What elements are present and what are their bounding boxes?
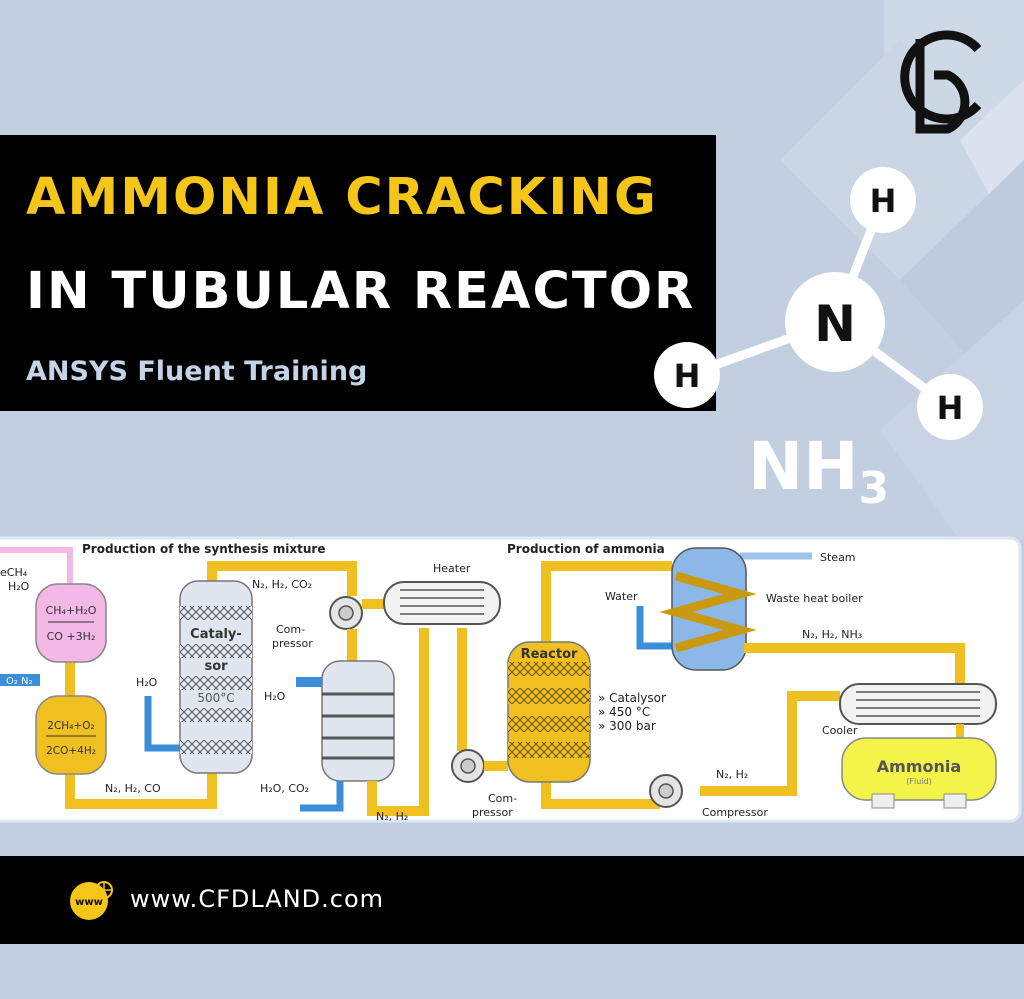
svg-text:» 300 bar: » 300 bar — [598, 719, 656, 733]
svg-text:» 450 °C: » 450 °C — [598, 705, 650, 719]
svg-text:Heater: Heater — [433, 562, 471, 575]
svg-text:Steam: Steam — [820, 551, 856, 564]
svg-text:(Fluid): (Fluid) — [906, 777, 931, 786]
steam-reformer — [35, 583, 107, 663]
svg-text:Reactor: Reactor — [521, 647, 578, 662]
hydrogen-label-left: H — [674, 357, 701, 395]
svg-text:H₂O, CO₂: H₂O, CO₂ — [260, 782, 309, 795]
svg-text:Cataly-: Cataly- — [190, 627, 242, 642]
section-ammonia: Production of ammonia — [507, 542, 665, 556]
svg-text:N₂, H₂, CO₂: N₂, H₂, CO₂ — [252, 578, 312, 591]
o2n2-label: O₂ N₂ — [6, 676, 33, 687]
hydrogen-atom-left — [654, 342, 720, 408]
nitrogen-atom — [785, 272, 885, 372]
svg-text:» Catalysor: » Catalysor — [598, 691, 666, 705]
title-banner — [0, 135, 716, 411]
svg-text:2CH₄+O₂: 2CH₄+O₂ — [47, 720, 94, 732]
svg-text:2CO+4H₂: 2CO+4H₂ — [46, 745, 96, 757]
ammonia-molecule: N H H H — [654, 167, 983, 440]
www-icon-text: www — [75, 897, 103, 908]
website-url[interactable]: www.CFDLAND.com — [130, 885, 385, 913]
formula-main: NH — [748, 428, 859, 505]
svg-text:Waste heat boiler: Waste heat boiler — [766, 592, 863, 605]
nitrogen-label: N — [814, 295, 856, 353]
title-line-1: AMMONIA CRACKING — [26, 168, 658, 227]
svg-text:sor: sor — [204, 659, 228, 674]
svg-text:Com-: Com- — [488, 792, 517, 805]
subtitle: ANSYS Fluent Training — [26, 356, 368, 387]
svg-text:CO +3H₂: CO +3H₂ — [47, 630, 96, 643]
svg-text:N₂, H₂: N₂, H₂ — [716, 768, 748, 781]
hydrogen-label-top: H — [870, 182, 897, 220]
globe-www-icon: www — [70, 881, 113, 920]
section-synthesis: Production of the synthesis mixture — [82, 542, 325, 556]
svg-text:H₂O: H₂O — [136, 676, 158, 689]
title-line-2: IN TUBULAR REACTOR — [26, 262, 696, 321]
cfdland-logo-icon — [900, 30, 982, 134]
svg-text:pressor: pressor — [272, 637, 313, 650]
cooler — [839, 683, 997, 725]
svg-text:N₂, H₂, NH₃: N₂, H₂, NH₃ — [802, 628, 862, 641]
svg-text:pressor: pressor — [472, 806, 513, 819]
svg-text:N₂, H₂, CO: N₂, H₂, CO — [105, 782, 161, 795]
svg-text:500°C: 500°C — [197, 691, 234, 705]
process-flow-diagram: Production of the synthesis mixture Prod… — [0, 536, 1022, 823]
svg-text:Ammonia: Ammonia — [877, 757, 961, 776]
ch4-input-label: eCH₄ — [0, 566, 28, 579]
svg-text:Cooler: Cooler — [822, 724, 858, 737]
svg-text:H₂O: H₂O — [264, 690, 286, 703]
heater — [383, 581, 501, 625]
svg-text:Water: Water — [605, 590, 638, 603]
partial-oxidation-reactor — [35, 695, 107, 775]
absorber-column — [321, 660, 395, 782]
svg-text:Com-: Com- — [276, 623, 305, 636]
ammonia-tank — [841, 737, 997, 801]
svg-text:Compressor: Compressor — [702, 806, 768, 819]
svg-text:CH₄+H₂O: CH₄+H₂O — [46, 604, 97, 617]
hydrogen-label-right: H — [937, 389, 964, 427]
chemical-formula: NH3 — [748, 428, 889, 514]
svg-text:N₂, H₂: N₂, H₂ — [376, 810, 408, 823]
hydrogen-atom-right — [917, 374, 983, 440]
formula-subscript: 3 — [858, 463, 890, 515]
footer-bar — [0, 856, 1024, 944]
h2o-input-label: H₂O — [8, 580, 30, 593]
hydrogen-atom-top — [850, 167, 916, 233]
